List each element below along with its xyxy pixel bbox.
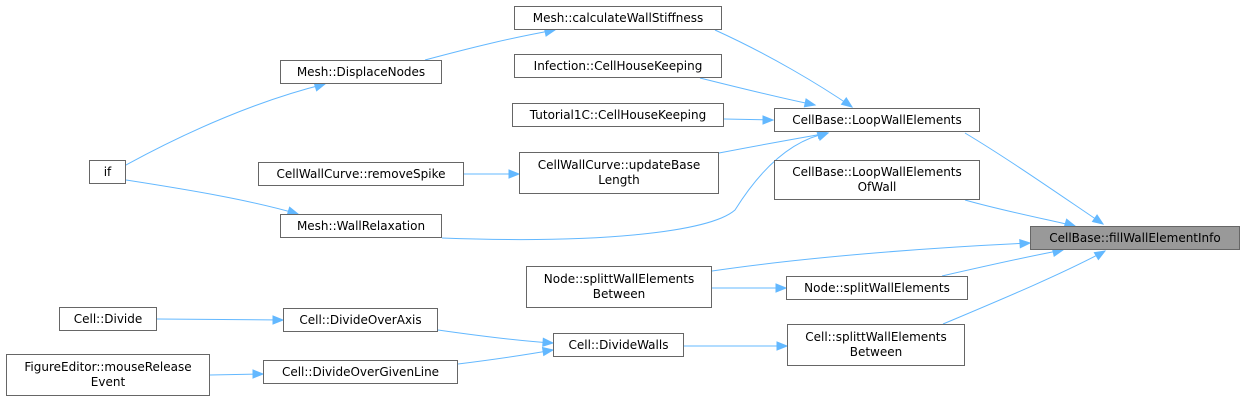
node-label: Cell::DivideOverGivenLine — [281, 364, 440, 379]
edge-nodesplit-to-fill — [941, 249, 1064, 277]
node-mesh-displacenodes[interactable]: Mesh::DisplaceNodes — [280, 60, 442, 84]
edge-divide-to-divideoveraxis — [156, 318, 284, 321]
node-label: Infection::CellHouseKeeping — [533, 58, 703, 73]
node-if[interactable]: if — [89, 160, 126, 184]
edge-cellsplitbetween-to-fill-arrowhead — [1093, 250, 1107, 261]
node-label-line1: CellWallCurve::updateBase — [537, 158, 701, 172]
node-node-splitwallelements[interactable]: Node::splitWallElements — [786, 276, 968, 300]
node-cell-divideoveraxis[interactable]: Cell::DivideOverAxis — [283, 308, 438, 332]
edge-loop-to-fill — [964, 132, 1104, 225]
node-label-line2: Between — [592, 287, 646, 301]
edge-cellsplitbetween-to-fill — [942, 250, 1106, 325]
node-label: CellBase::LoopWallElements — [792, 112, 962, 127]
node-label: Tutorial1C::CellHouseKeeping — [529, 107, 707, 122]
node-label: if — [103, 164, 112, 179]
edge-nodesplitbetween-to-nodesplit-arrowhead — [775, 283, 788, 293]
edge-removespike-to-updatebase-arrowhead — [508, 169, 521, 179]
node-label-line2: Between — [849, 345, 903, 359]
node-tutorial1c-cellhousekeeping[interactable]: Tutorial1C::CellHouseKeeping — [512, 103, 724, 127]
node-label-line1: FigureEditor::mouseRelease — [24, 360, 192, 374]
edge-infection-to-loop-arrowhead — [803, 98, 817, 108]
edge-nodesplitbetween-to-fill-arrowhead — [1019, 239, 1032, 249]
node-label: Cell::DivideOverAxis — [299, 312, 422, 327]
edge-if-to-displacenodes-arrowhead — [313, 82, 327, 92]
edge-loopofwall-to-fill — [964, 199, 1076, 227]
edge-stiffness-to-loop — [714, 29, 853, 108]
edge-wallrelaxation-to-loop-arrowhead — [816, 132, 830, 142]
edge-divideovergivenline-to-dividewalls-arrowhead — [541, 346, 555, 357]
node-label-line2: OfWall — [857, 180, 897, 194]
node-label: CellWallCurve::removeSpike — [276, 166, 446, 181]
edge-wallrelaxation-to-loop — [441, 132, 829, 241]
edge-if-to-wallrelaxation — [125, 179, 299, 215]
node-label: Mesh::DisplaceNodes — [296, 64, 426, 79]
node-label: Cell::Divide — [73, 311, 143, 326]
edge-stiffness-to-loop-arrowhead — [840, 96, 854, 108]
edge-tutorial-to-loop-arrowhead — [762, 115, 775, 125]
edge-divide-to-divideoveraxis-arrowhead — [272, 315, 285, 325]
edge-if-to-displacenodes — [125, 83, 326, 166]
node-mesh-calculatewallstiffness[interactable]: Mesh::calculateWallStiffness — [514, 6, 722, 30]
node-cellwallcurve-removespike[interactable]: CellWallCurve::removeSpike — [258, 162, 464, 186]
node-label: Node::splitWallElements — [804, 280, 950, 295]
node-infection-cellhousekeeping[interactable]: Infection::CellHouseKeeping — [514, 54, 722, 78]
node-label-line1: CellBase::LoopWallElements — [792, 165, 962, 179]
node-cell-divide[interactable]: Cell::Divide — [59, 307, 157, 331]
node-label: Mesh::WallRelaxation — [296, 218, 426, 233]
node-mesh-wallrelaxation[interactable]: Mesh::WallRelaxation — [280, 214, 442, 238]
edge-updatebase-to-loop — [718, 132, 829, 154]
edge-nodesplitbetween-to-fill — [711, 242, 1031, 272]
node-label-line1: Node::splittWallElements — [543, 272, 695, 286]
edge-divideovergivenline-to-dividewalls — [457, 349, 554, 365]
node-cell-divideovergivenline[interactable]: Cell::DivideOverGivenLine — [263, 360, 458, 384]
node-label: Mesh::calculateWallStiffness — [532, 10, 704, 25]
node-cellbase-fillwallelementinfo: CellBase::fillWallElementInfo — [1030, 226, 1240, 250]
node-cellbase-loopwallelements[interactable]: CellBase::LoopWallElements — [774, 108, 980, 132]
edge-dividewalls-to-cellsplit-arrowhead — [776, 341, 789, 351]
edge-mouserelease-to-divideovergivenline-arrowhead — [252, 369, 265, 379]
edge-divideoveraxis-to-dividewalls — [437, 329, 554, 344]
node-label-line2: Length — [598, 173, 640, 187]
node-label-line1: Cell::splittWallElements — [805, 330, 947, 344]
edge-loop-to-fill-arrowhead — [1091, 214, 1105, 225]
node-label: CellBase::fillWallElementInfo — [1049, 230, 1221, 245]
edge-displacenodes-to-stiffness — [424, 29, 556, 61]
node-cell-dividewalls[interactable]: Cell::DivideWalls — [553, 333, 684, 357]
edge-infection-to-loop — [699, 77, 816, 106]
node-label: Cell::DivideWalls — [568, 337, 669, 352]
node-label-line2: Event — [90, 375, 126, 389]
edge-divideoveraxis-to-dividewalls-arrowhead — [542, 337, 555, 347]
